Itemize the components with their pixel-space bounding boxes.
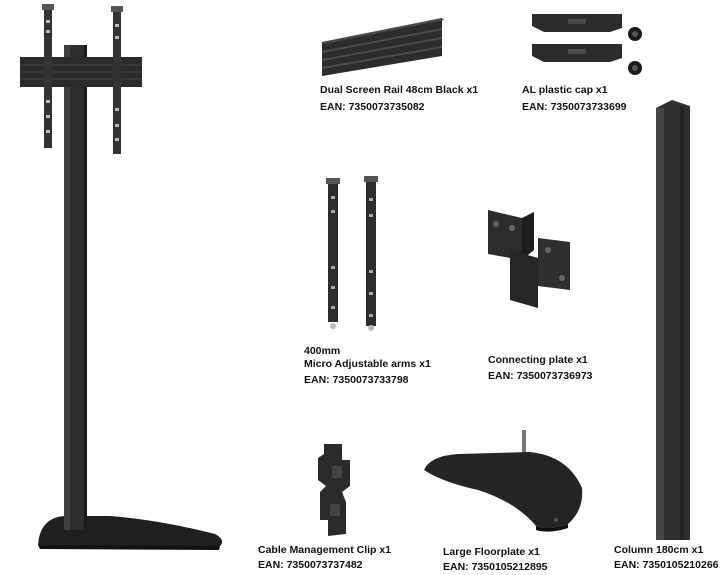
floorplate-label: Large Floorplate x1 EAN: 7350105212895 <box>443 546 548 573</box>
clip-label: Cable Management Clip x1 EAN: 7350073737… <box>258 544 392 571</box>
cap-label: AL plastic cap x1 EAN: 7350073733699 <box>522 84 627 113</box>
plastic-cap-image <box>532 14 642 75</box>
arms-label: 400mm Micro Adjustable arms x1 EAN: 7350… <box>304 345 431 386</box>
floorplate-image <box>424 430 583 532</box>
assembled-floor-stand-image <box>20 4 223 550</box>
rail-label: Dual Screen Rail 48cm Black x1 EAN: 7350… <box>320 84 479 113</box>
column-label: Column 180cm x1 EAN: 7350105210266 <box>614 544 719 571</box>
dual-screen-rail-image <box>321 18 444 76</box>
plate-label: Connecting plate x1 EAN: 7350073736973 <box>488 354 593 382</box>
adjustable-arms-image <box>326 176 378 331</box>
cable-clip-image <box>318 444 350 536</box>
connecting-plate-image <box>488 210 570 308</box>
column-image <box>656 100 690 540</box>
